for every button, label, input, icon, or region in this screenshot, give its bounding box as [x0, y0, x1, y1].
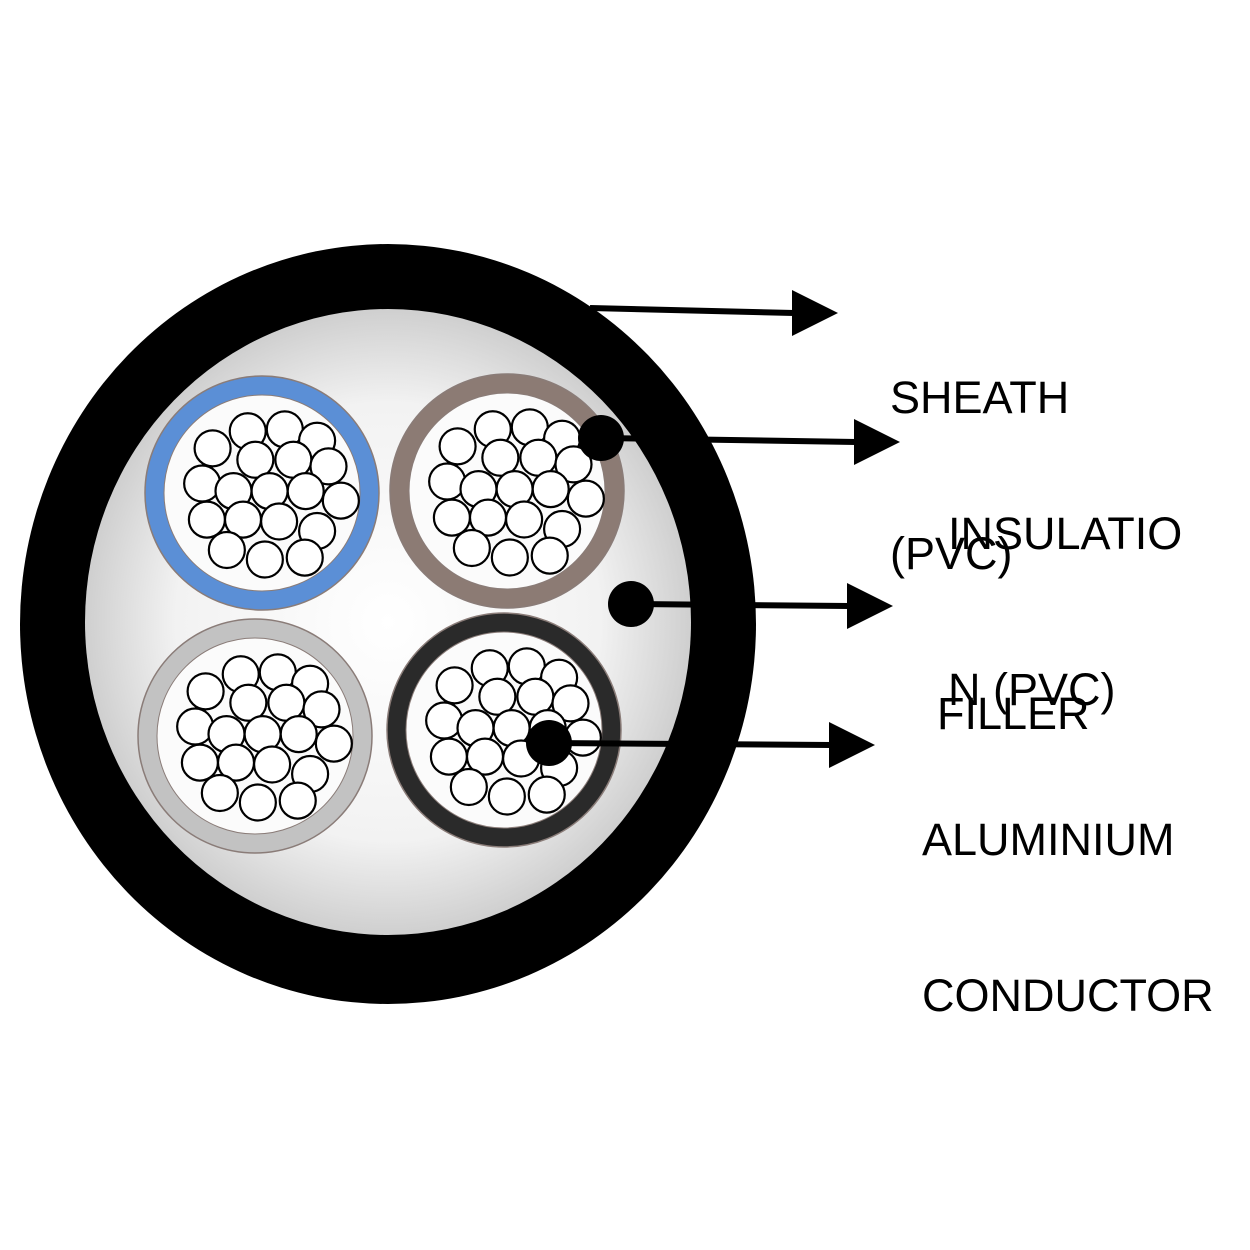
conductor-strand	[193, 429, 232, 468]
core-blue	[144, 375, 380, 611]
pointer-line	[600, 435, 857, 445]
label-conductor-line-1: ALUMINIUM	[922, 814, 1175, 865]
label-filler-line-1: FILLER	[937, 688, 1090, 739]
conductor-strand	[200, 773, 239, 813]
conductor-strand	[551, 684, 590, 723]
pointer-dot	[526, 720, 572, 766]
conductor-strand	[438, 427, 477, 466]
conductor-strand	[245, 540, 284, 579]
conductor-strand	[236, 440, 275, 479]
conductor-strand	[487, 777, 526, 816]
pointer-dot	[578, 415, 624, 461]
conductor-strand	[186, 672, 225, 711]
conductor-strand	[207, 530, 246, 570]
conductor-strand	[554, 445, 593, 484]
pointer-insulation	[578, 415, 900, 465]
conductor-strand	[452, 528, 491, 568]
conductor-strand	[449, 767, 488, 807]
conductor-strand	[481, 438, 520, 477]
label-insulation-line-1: INSULATIO	[948, 508, 1183, 559]
arrow-head-icon	[792, 290, 838, 336]
core-black	[386, 612, 622, 848]
conductor-strand	[566, 479, 605, 518]
pointer-line	[548, 740, 832, 748]
arrow-head-icon	[847, 583, 893, 629]
conductor-strand	[238, 783, 277, 822]
conductor-strand	[490, 538, 529, 577]
pointers-group	[526, 290, 900, 768]
pointer-conductor	[526, 720, 875, 768]
conductor-strand	[531, 470, 570, 509]
cores-group	[137, 373, 625, 854]
conductor-strand	[180, 743, 219, 782]
label-sheath-line-1: SHEATH	[890, 372, 1070, 423]
pointer-line	[589, 305, 795, 316]
conductor-strand	[229, 683, 268, 722]
conductor-strand	[253, 745, 292, 784]
conductor-strand	[530, 536, 569, 575]
conductor-strand	[309, 447, 348, 486]
label-conductor: ALUMINIUM CONDUCTOR	[922, 710, 1214, 1074]
conductor-strand	[429, 737, 468, 776]
conductor-strand	[176, 707, 215, 746]
pointer-filler	[608, 581, 893, 629]
pointer-line	[630, 601, 850, 609]
label-insulation: INSULATIO N (PVC)	[948, 404, 1182, 768]
conductor-strand	[314, 724, 353, 763]
label-sheath: SHEATH (PVC)	[890, 268, 1069, 632]
conductor-strand	[187, 500, 226, 539]
core-brown	[389, 373, 625, 609]
conductor-strand	[432, 498, 471, 537]
label-insulation-line-2: N (PVC)	[948, 664, 1116, 715]
conductor-strand	[527, 775, 566, 814]
pointer-sheath	[589, 290, 838, 336]
arrow-head-icon	[829, 722, 875, 768]
conductor-strand	[504, 500, 544, 539]
label-conductor-line-2: CONDUCTOR	[922, 970, 1214, 1021]
conductor-strand	[285, 538, 324, 577]
conductor-strand	[279, 714, 318, 754]
conductor-strand	[278, 781, 317, 820]
label-filler: FILLER	[937, 584, 1090, 792]
conductor-strand	[302, 690, 341, 729]
pointer-dot	[608, 581, 654, 627]
conductor-strand	[478, 677, 517, 716]
conductor-strand	[435, 666, 474, 705]
label-sheath-line-2: (PVC)	[890, 528, 1013, 579]
conductor-strand	[260, 502, 299, 541]
arrow-head-icon	[854, 419, 900, 465]
filler	[85, 309, 691, 935]
conductor-strand	[425, 701, 464, 740]
conductor-strand	[183, 464, 222, 503]
conductor-strand	[286, 472, 325, 511]
core-grey	[137, 618, 373, 854]
conductor-strand	[321, 481, 360, 520]
conductor-strand	[428, 462, 467, 501]
